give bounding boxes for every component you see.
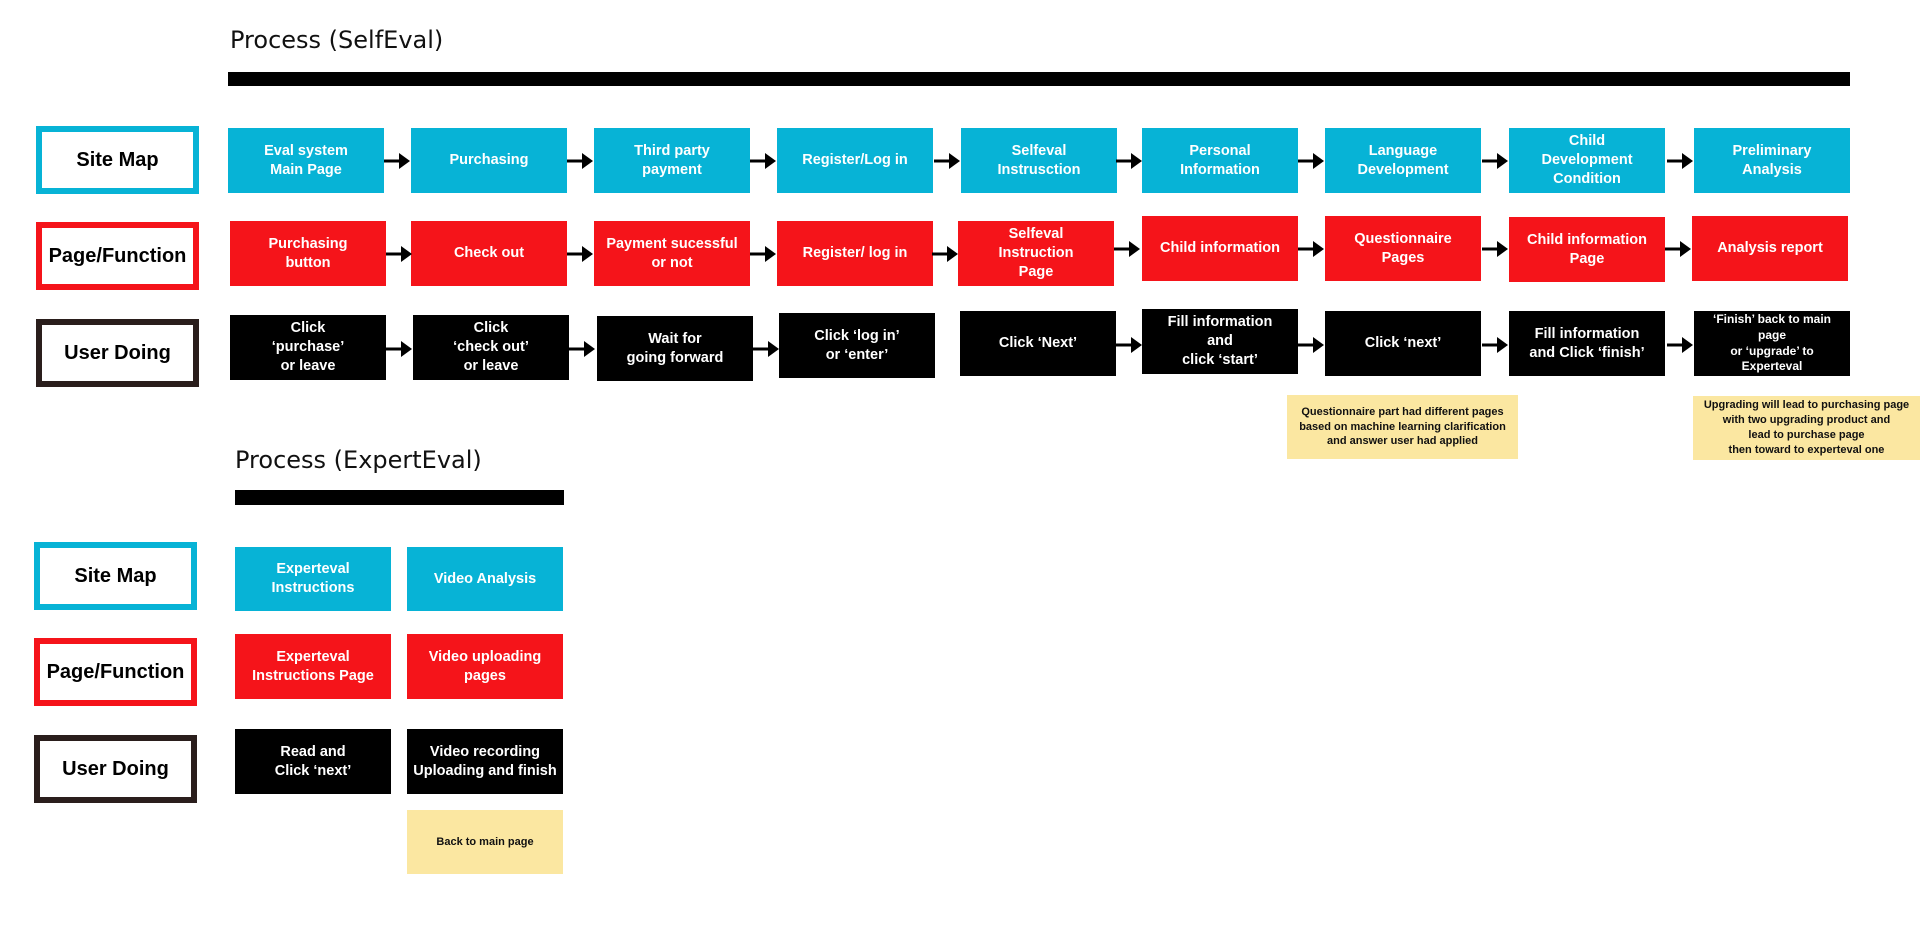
user-doing-box: Wait for going forward — [597, 316, 753, 381]
flow-arrow-icon — [750, 153, 776, 169]
page-function-box: Purchasing button — [230, 221, 386, 286]
site-map-box: Child Development Condition — [1509, 128, 1665, 193]
selfeval-title-bar — [228, 72, 1850, 86]
flow-arrow-icon — [1298, 153, 1324, 169]
page-function-box: Child information — [1142, 216, 1298, 281]
site-map-box: Personal Information — [1142, 128, 1298, 193]
flow-arrow-icon — [386, 341, 412, 357]
selfeval-legend-site-map: Site Map — [36, 126, 199, 194]
experteval-legend-site-map: Site Map — [34, 542, 197, 610]
page-function-box: Payment sucessful or not — [594, 221, 750, 286]
experteval-title: Process (ExpertEval) — [235, 446, 482, 474]
note-questionnaire: Questionnaire part had different pages b… — [1287, 395, 1518, 459]
user-doing-box: Click ‘Next’ — [960, 311, 1116, 376]
page-function-box: Video uploading pages — [407, 634, 563, 699]
page-function-box: Questionnaire Pages — [1325, 216, 1481, 281]
note-upgrading: Upgrading will lead to purchasing page w… — [1693, 396, 1920, 460]
flow-arrow-icon — [1665, 241, 1691, 257]
site-map-box: Register/Log in — [777, 128, 933, 193]
site-map-box: Eval system Main Page — [228, 128, 384, 193]
flow-arrow-icon — [1114, 241, 1140, 257]
page-function-box: Experteval Instructions Page — [235, 634, 391, 699]
user-doing-box: Read and Click ‘next’ — [235, 729, 391, 794]
flow-arrow-icon — [750, 246, 776, 262]
site-map-box: Video Analysis — [407, 547, 563, 611]
flow-arrow-icon — [569, 341, 595, 357]
user-doing-box: Click ‘check out’ or leave — [413, 315, 569, 380]
note-back-to-main: Back to main page — [407, 810, 563, 874]
flow-arrow-icon — [1482, 241, 1508, 257]
user-doing-box: Click ‘next’ — [1325, 311, 1481, 376]
flow-arrow-icon — [753, 341, 779, 357]
page-function-box: Register/ log in — [777, 221, 933, 286]
experteval-legend-user-doing: User Doing — [34, 735, 197, 803]
user-doing-box: Fill information and Click ‘finish’ — [1509, 311, 1665, 376]
flow-arrow-icon — [386, 246, 412, 262]
flow-arrow-icon — [1116, 337, 1142, 353]
site-map-box: Experteval Instructions — [235, 547, 391, 611]
flow-arrow-icon — [1667, 337, 1693, 353]
flow-arrow-icon — [1298, 241, 1324, 257]
flow-arrow-icon — [567, 246, 593, 262]
selfeval-legend-page-function: Page/Function — [36, 222, 199, 290]
page-function-box: Analysis report — [1692, 216, 1848, 281]
user-doing-box: Video recording Uploading and finish — [407, 729, 563, 794]
flow-arrow-icon — [1116, 153, 1142, 169]
flow-arrow-icon — [1667, 153, 1693, 169]
flow-arrow-icon — [934, 153, 960, 169]
selfeval-title: Process (SelfEval) — [230, 26, 444, 54]
experteval-title-bar — [235, 490, 564, 505]
page-function-box: Selfeval Instruction Page — [958, 221, 1114, 286]
site-map-box: Selfeval Instrusction — [961, 128, 1117, 193]
flow-arrow-icon — [1482, 337, 1508, 353]
site-map-box: Preliminary Analysis — [1694, 128, 1850, 193]
site-map-box: Third party payment — [594, 128, 750, 193]
user-doing-box: ‘Finish’ back to main page or ‘upgrade’ … — [1694, 311, 1850, 376]
site-map-box: Purchasing — [411, 128, 567, 193]
page-function-box: Child information Page — [1509, 217, 1665, 282]
flow-arrow-icon — [1482, 153, 1508, 169]
experteval-legend-page-function: Page/Function — [34, 638, 197, 706]
flow-arrow-icon — [567, 153, 593, 169]
flow-arrow-icon — [384, 153, 410, 169]
flow-arrow-icon — [932, 246, 958, 262]
flow-arrow-icon — [1298, 337, 1324, 353]
user-doing-box: Click ‘log in’ or ‘enter’ — [779, 313, 935, 378]
page-function-box: Check out — [411, 221, 567, 286]
user-doing-box: Fill information and click ‘start’ — [1142, 309, 1298, 374]
site-map-box: Language Development — [1325, 128, 1481, 193]
selfeval-legend-user-doing: User Doing — [36, 319, 199, 387]
user-doing-box: Click ‘purchase’ or leave — [230, 315, 386, 380]
